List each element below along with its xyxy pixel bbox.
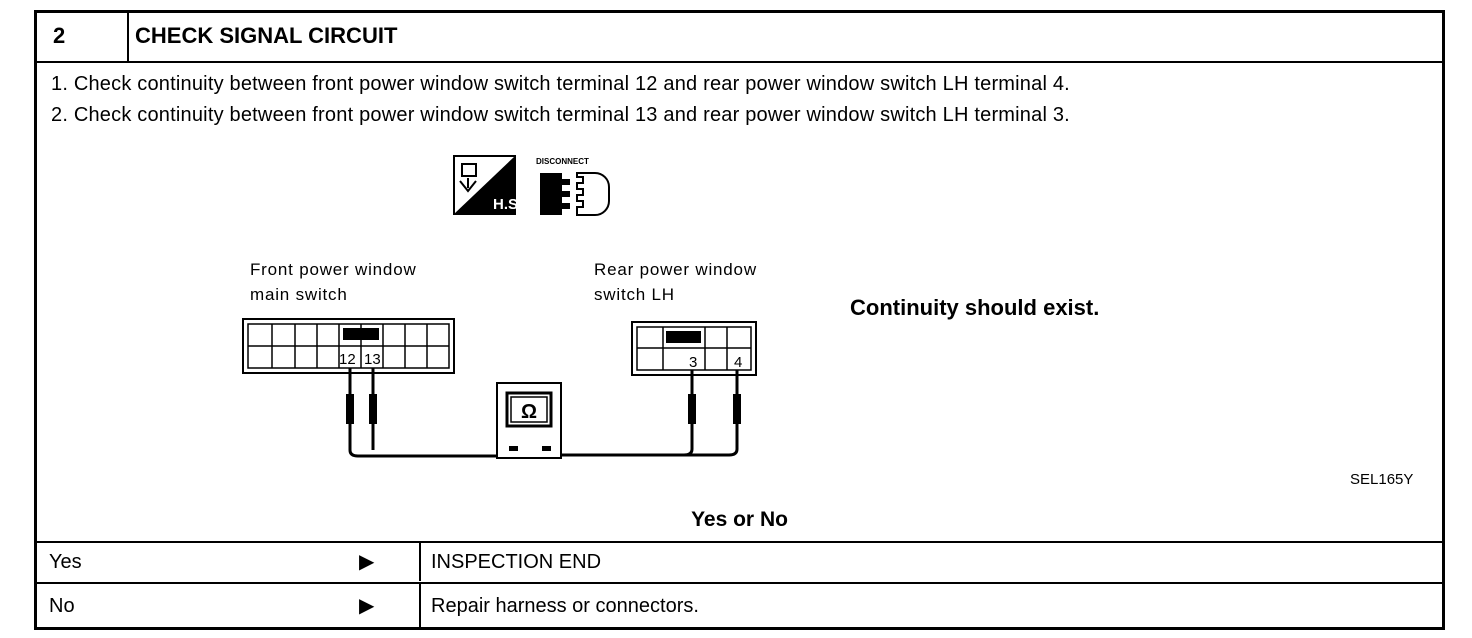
outcome-answer: No bbox=[49, 595, 75, 617]
step-number: 2 bbox=[37, 13, 129, 61]
rear-switch-label-line1: Rear power window bbox=[594, 260, 757, 279]
expected-result: Continuity should exist. bbox=[850, 295, 1100, 320]
outcome-result: INSPECTION END bbox=[419, 543, 601, 581]
harness-side-icon: H.S. bbox=[453, 155, 522, 215]
ohm-symbol: Ω bbox=[521, 401, 537, 423]
outcome-row-yes: Yes ▶ INSPECTION END bbox=[37, 541, 1442, 581]
arrow-right-icon: ▶ bbox=[359, 595, 375, 617]
rear-terminal-3: 3 bbox=[689, 354, 697, 371]
instruction-list: 1. Check continuity between front power … bbox=[51, 69, 1070, 131]
hs-icon-label: H.S. bbox=[493, 196, 522, 213]
step-title: CHECK SIGNAL CIRCUIT bbox=[135, 23, 398, 48]
instruction-item: 2. Check continuity between front power … bbox=[51, 104, 1070, 126]
rear-terminal-4: 4 bbox=[734, 354, 742, 371]
test-leads bbox=[346, 368, 741, 458]
front-switch-label-line1: Front power window bbox=[250, 260, 417, 279]
step-header: 2 CHECK SIGNAL CIRCUIT bbox=[37, 13, 1442, 63]
front-terminal-12: 12 bbox=[339, 351, 356, 368]
reference-code: SEL165Y bbox=[1350, 471, 1414, 488]
arrow-right-icon: ▶ bbox=[359, 551, 375, 573]
outcome-row-no: No ▶ Repair harness or connectors. bbox=[37, 582, 1442, 630]
rear-switch-connector bbox=[631, 321, 757, 376]
inspection-step-table: 2 CHECK SIGNAL CIRCUIT 1. Check continui… bbox=[34, 10, 1445, 630]
outcome-result: Repair harness or connectors. bbox=[419, 584, 699, 630]
decision-question: Yes or No bbox=[691, 508, 788, 531]
front-terminal-13: 13 bbox=[364, 351, 381, 368]
disconnect-icon-label: DISCONNECT bbox=[536, 157, 589, 166]
front-switch-connector bbox=[242, 318, 455, 374]
rear-switch-label-line2: switch LH bbox=[594, 285, 675, 304]
outcome-answer: Yes bbox=[49, 551, 82, 573]
front-switch-label-line2: main switch bbox=[250, 285, 348, 304]
circuit-diagram: H.S. DISCONNECT 12 13 bbox=[242, 155, 757, 459]
disconnect-connector-icon: DISCONNECT bbox=[536, 157, 610, 216]
ohmmeter: Ω bbox=[496, 382, 562, 459]
instruction-item: 1. Check continuity between front power … bbox=[51, 73, 1070, 95]
